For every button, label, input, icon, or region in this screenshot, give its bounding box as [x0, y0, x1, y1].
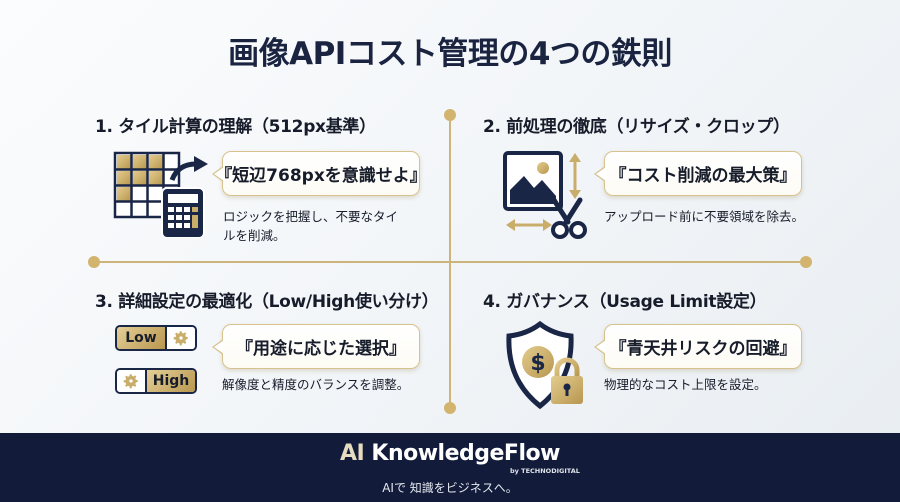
section-description: 解像度と精度のバランスを調整。	[222, 377, 410, 392]
callout-bubble: 『用途に応じた選択』	[212, 324, 420, 369]
gear-icon	[173, 331, 188, 346]
image-crop-scissors-icon	[503, 151, 587, 239]
low-label: Low	[117, 327, 165, 349]
section-description: 物理的なコスト上限を設定。	[604, 377, 767, 392]
svg-text:$: $	[530, 351, 545, 376]
section-heading: 1. タイル計算の理解（512px基準）	[95, 117, 376, 137]
gear-icon	[123, 374, 138, 389]
high-label: High	[147, 370, 195, 392]
low-toggle: Low	[115, 325, 197, 351]
section-heading: 4. ガバナンス（Usage Limit設定）	[483, 292, 767, 312]
callout-bubble: 『短辺768pxを意識せよ』	[212, 151, 427, 196]
divider-dot-left	[88, 256, 100, 268]
brand-name: KnowledgeFlow	[364, 441, 560, 466]
tagline: AIで 知識をビジネスへ。	[382, 481, 518, 495]
divider-dot-bottom	[444, 402, 456, 414]
section-heading: 3. 詳細設定の最適化（Low/High使い分け）	[95, 292, 439, 312]
section-description: ロジックを把握し、不要なタイ ルを削減。	[223, 209, 399, 243]
high-toggle: High	[115, 368, 197, 394]
brand-byline: by TECHNODIGITAL	[510, 467, 580, 475]
callout-bubble: 『コスト削減の最大策』	[594, 151, 802, 196]
shield-dollar-lock-icon: $	[506, 320, 583, 410]
footer: AI KnowledgeFlow by TECHNODIGITAL AIで 知識…	[0, 433, 900, 502]
section-heading: 2. 前処理の徹底（リサイズ・クロップ）	[483, 117, 790, 137]
tile-grid-calculator-icon	[113, 151, 208, 238]
section-description: アップロード前に不要領域を除去。	[604, 209, 805, 224]
brand-logo: AI KnowledgeFlow	[0, 441, 900, 466]
horizontal-divider	[94, 261, 806, 263]
divider-dot-right	[800, 256, 812, 268]
page-title: 画像APIコスト管理の4つの鉄則	[228, 36, 672, 72]
callout-bubble: 『青天井リスクの回避』	[594, 324, 802, 369]
divider-dot-top	[444, 109, 456, 121]
brand-prefix: AI	[340, 441, 365, 466]
